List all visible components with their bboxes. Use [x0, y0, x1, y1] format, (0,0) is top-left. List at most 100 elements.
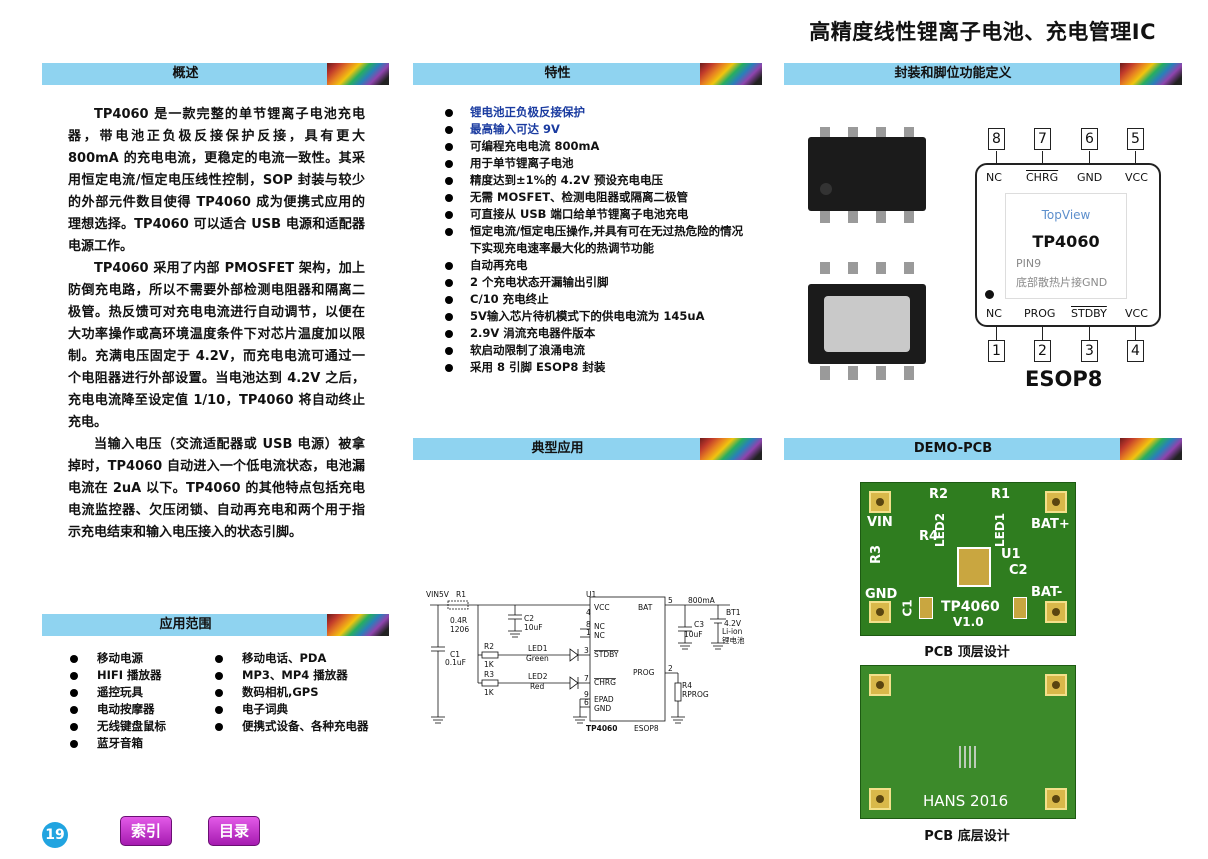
list-item: 可直接从 USB 端口给单节锂离子电池充电: [443, 206, 753, 223]
section-title-apps: 应用范围: [159, 617, 212, 632]
sch-pin: 7: [584, 674, 589, 683]
sch-label: 1206: [450, 625, 469, 634]
sch-label: TP4060: [586, 724, 618, 733]
pin-number: 4: [1127, 340, 1144, 362]
section-bar-typical: 典型应用: [413, 438, 762, 460]
sch-label: BAT: [638, 603, 653, 612]
sch-label: R4: [682, 681, 692, 690]
sch-label: R2: [484, 642, 494, 651]
pin-number: 8: [988, 128, 1005, 150]
sch-label: LED1: [528, 644, 548, 653]
pcb-top-caption: PCB 顶层设计: [924, 645, 1010, 660]
sch-label: Green: [526, 654, 549, 663]
pcb-silk: C1: [900, 599, 915, 617]
list-item: 电动按摩器: [68, 701, 218, 718]
pcb-silk: R4: [919, 529, 939, 544]
list-item: 无线键盘鼠标: [68, 718, 218, 735]
thermal-vias: [959, 746, 977, 768]
pcb-silk: BAT+: [1031, 517, 1070, 532]
pcb-silk: VIN: [867, 515, 893, 530]
list-item: 无需 MOSFET、检测电阻器或隔离二极管: [443, 189, 753, 206]
section-bar-features: 特性: [413, 63, 762, 85]
list-item: 精度达到±1%的 4.2V 预设充电电压: [443, 172, 753, 189]
list-item: 锂电池正负极反接保护: [443, 104, 753, 121]
pcb-silk: GND: [865, 587, 898, 602]
sch-pin: 1: [586, 628, 591, 637]
pcb-brand: HANS 2016: [923, 792, 1009, 810]
pcb-silk: U1: [1001, 547, 1021, 562]
list-item: 2.9V 涓流充电器件版本: [443, 325, 753, 342]
overview-paragraph: TP4060 是一款完整的单节锂离子电池充电器，带电池正负极反接保护反接，具有更…: [68, 107, 365, 254]
pin1-marker: [985, 290, 994, 299]
toc-button[interactable]: 目录: [208, 816, 260, 846]
list-item: 软启动限制了浪涌电流: [443, 342, 753, 359]
sch-label: R1: [456, 590, 466, 599]
sch-label: 锂电池: [722, 635, 745, 645]
pcb-silk: TP4060: [941, 599, 1000, 615]
section-title-demo: DEMO-PCB: [913, 441, 993, 456]
list-item: 遥控玩具: [68, 684, 218, 701]
index-button[interactable]: 索引: [120, 816, 172, 846]
list-item: 5V输入芯片待机模式下的供电电流为 145uA: [443, 308, 753, 325]
sch-label: 4.2V: [724, 619, 742, 628]
pin-label: VCC: [1125, 171, 1148, 184]
chip-photo-top: [808, 127, 926, 223]
pcb-silk: R3: [869, 544, 885, 565]
sch-label: BT1: [726, 608, 741, 617]
sch-label: VCC: [594, 603, 610, 612]
pin-number: 1: [988, 340, 1005, 362]
pcb-top-image: R2 R1 LED2 LED1 VIN BAT+ R3 R4 U1 C2 GND…: [860, 482, 1076, 636]
list-item: 2 个充电状态开漏输出引脚: [443, 274, 753, 291]
list-item: 用于单节锂离子电池: [443, 155, 753, 172]
list-item: 电子词典: [213, 701, 373, 718]
sch-pin: 4: [586, 608, 591, 617]
pin-label: STDBY: [1071, 307, 1107, 320]
section-title-features: 特性: [544, 66, 571, 81]
section-bar-apps: 应用范围: [42, 614, 389, 636]
section-bar-package: 封装和脚位功能定义: [784, 63, 1182, 85]
sch-label: STDBY: [594, 650, 619, 659]
pcb-silk: BAT-: [1031, 585, 1063, 600]
sch-label: U1: [586, 590, 596, 599]
pin-label: CHRG: [1026, 171, 1059, 184]
list-item: 自动再充电: [443, 257, 753, 274]
sch-pin: 2: [668, 664, 673, 673]
package-name: ESOP8: [1025, 367, 1103, 391]
sch-pin: 6: [584, 698, 589, 707]
section-rainbow-decoration: [700, 438, 762, 460]
overview-text: TP4060 是一款完整的单节锂离子电池充电器，带电池正负极反接保护反接，具有更…: [68, 104, 365, 544]
list-item: 移动电源: [68, 650, 218, 667]
list-item: HIFI 播放器: [68, 667, 218, 684]
pin-label: NC: [986, 171, 1002, 184]
sch-label: 10uF: [684, 630, 703, 639]
overview-paragraph: 当输入电压（交流适配器或 USB 电源）被拿掉时，TP4060 自动进入一个低电…: [68, 437, 365, 540]
section-title-package: 封装和脚位功能定义: [894, 66, 1012, 81]
pin-label: GND: [1077, 171, 1103, 184]
sch-label: Li-ion: [722, 627, 743, 636]
section-bar-overview: 概述: [42, 63, 389, 85]
pcb-silk: R2: [929, 487, 949, 502]
list-item: 采用 8 引脚 ESOP8 封装: [443, 359, 753, 376]
pcb-silk: V1.0: [953, 615, 984, 629]
pin-label: VCC: [1125, 307, 1148, 320]
sch-label: GND: [594, 704, 611, 713]
pcb-bottom-image: HANS 2016: [860, 665, 1076, 819]
pin-number: 5: [1127, 128, 1144, 150]
exposed-pad-outline: TopView TP4060 PIN9 底部散热片接GND: [1005, 193, 1127, 299]
section-title-typical: 典型应用: [531, 441, 584, 456]
sch-label: C2: [524, 614, 534, 623]
list-item: C/10 充电终止: [443, 291, 753, 308]
sch-label: VIN5V: [426, 590, 450, 599]
section-rainbow-decoration: [1120, 63, 1182, 85]
pin-number: 2: [1034, 340, 1051, 362]
part-number: TP4060: [1032, 232, 1100, 251]
pin9-note: 底部散热片接GND: [1016, 276, 1108, 289]
page-number: 19: [42, 822, 68, 848]
section-rainbow-decoration: [327, 614, 389, 636]
pcb-silk: C2: [1009, 563, 1028, 578]
list-item: 恒定电流/恒定电压操作,并具有可在无过热危险的情况下实现充电速率最大化的热调节功…: [443, 223, 753, 257]
pin9-label: PIN9: [1016, 257, 1042, 270]
pin-number: 3: [1081, 340, 1098, 362]
